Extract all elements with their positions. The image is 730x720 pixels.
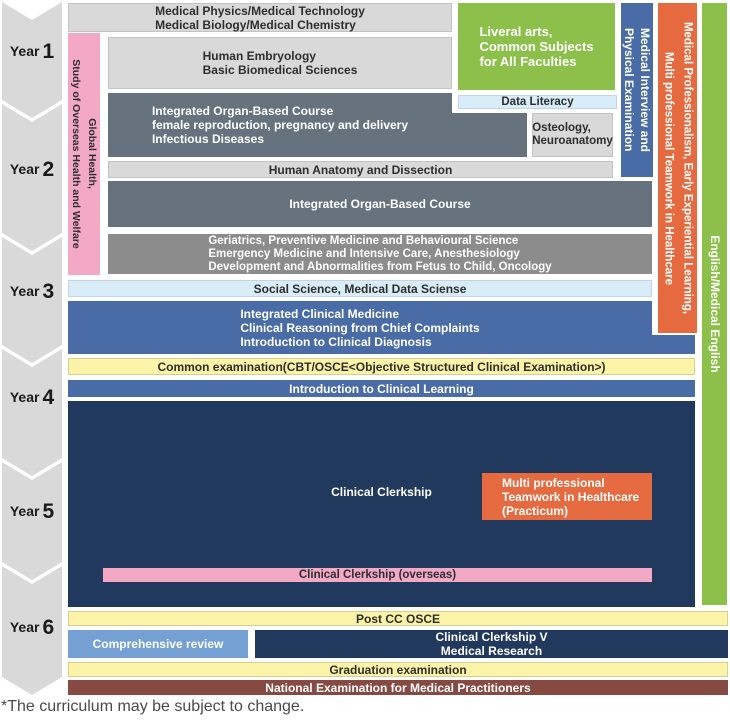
clinical-clerkship-label: Clinical Clerkship xyxy=(331,485,432,499)
column-global-health: Global Health, Study of Overseas Health … xyxy=(68,33,100,275)
column-english: English/Medical English xyxy=(702,3,727,605)
block-clinical-medicine-ext xyxy=(651,335,695,354)
bar-common-examination: Common examination(CBT/OSCE<Objective St… xyxy=(68,358,695,375)
medical-interview-line2: Physical Examination xyxy=(622,28,636,152)
bar-intro-clinical-learning: Introduction to Clinical Learning xyxy=(68,380,695,397)
block-organ-course-1-ext xyxy=(451,113,527,157)
column-medical-interview: Medical Interview and Physical Examinati… xyxy=(621,3,653,177)
column-professionalism: Medical Professionalism, Early Experient… xyxy=(658,3,697,333)
medical-interview-line1: Medical Interview and xyxy=(638,27,652,153)
year-chevron xyxy=(2,104,62,251)
professionalism-line2: Multi professional Teamwork in Healthcar… xyxy=(662,51,675,285)
block-geriatrics: Geriatrics, Preventive Medicine and Beha… xyxy=(108,234,652,274)
bar-human-anatomy: Human Anatomy and Dissection xyxy=(108,161,613,178)
bar-data-literacy: Data Literacy xyxy=(458,95,617,109)
block-organ-course-2: Integrated Organ-Based Course xyxy=(108,181,652,227)
bar-graduation-exam: Graduation examination xyxy=(68,662,728,677)
block-osteology: Osteology,Neuroanatomy xyxy=(532,113,613,157)
bar-social-science: Social Science, Medical Data Sciense xyxy=(68,280,652,297)
bar-post-cc-osce: Post CC OSCE xyxy=(68,611,728,626)
global-health-line2: Study of Overseas Health and Welfare xyxy=(70,59,82,249)
footnote: *The curriculum may be subject to change… xyxy=(1,698,305,715)
year-chevron xyxy=(2,566,62,695)
year-chevron xyxy=(2,349,62,476)
year-chevron xyxy=(2,462,62,580)
global-health-line1: Global Health, xyxy=(86,118,98,190)
professionalism-line1: Medical Professionalism, Early Experient… xyxy=(681,21,694,315)
year-chevron xyxy=(2,2,62,118)
block-comprehensive-review: Comprehensive review xyxy=(68,630,248,658)
bar-national-exam: National Examination for Medical Practit… xyxy=(68,680,728,695)
bar-clerkship-overseas: Clinical Clerkship (overseas) xyxy=(103,568,652,582)
year-chevron xyxy=(2,237,62,363)
english-label: English/Medical English xyxy=(708,235,722,373)
